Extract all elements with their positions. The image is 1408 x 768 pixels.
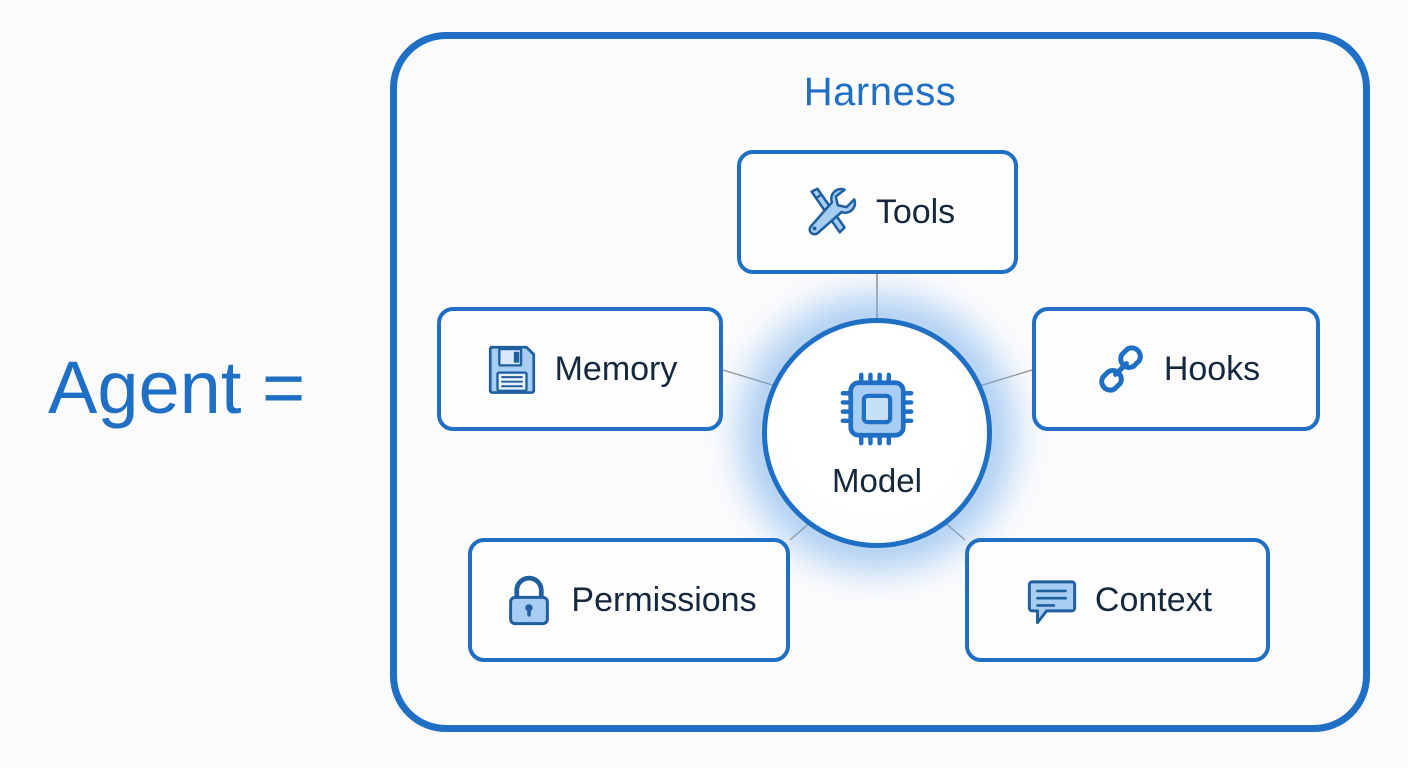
padlock-icon: [501, 572, 557, 628]
agent-equation-label: Agent =: [48, 346, 306, 429]
component-hooks[interactable]: Hooks: [1032, 307, 1320, 431]
component-hooks-label: Hooks: [1163, 349, 1261, 388]
component-tools-label: Tools: [875, 192, 956, 231]
model-node[interactable]: Model: [762, 318, 992, 548]
hammer-and-wrench-icon: [800, 181, 862, 243]
component-permissions-label: Permissions: [571, 580, 757, 619]
harness-title: Harness: [803, 70, 957, 114]
component-memory-label: Memory: [554, 349, 678, 388]
chain-link-icon: [1092, 340, 1150, 398]
component-context-label: Context: [1094, 580, 1213, 619]
component-permissions[interactable]: Permissions: [468, 538, 790, 662]
harness-container: [390, 32, 1370, 732]
model-label: Model: [832, 461, 922, 499]
speech-bubble-icon: [1023, 571, 1081, 629]
cpu-chip-icon: [835, 367, 919, 456]
floppy-disk-icon: [483, 340, 541, 398]
component-tools[interactable]: Tools: [737, 150, 1018, 274]
component-context[interactable]: Context: [965, 538, 1270, 662]
component-memory[interactable]: Memory: [437, 307, 723, 431]
